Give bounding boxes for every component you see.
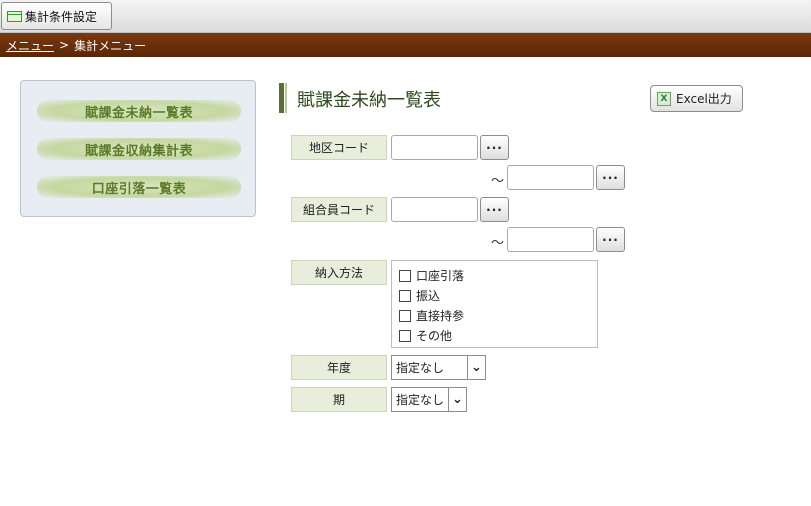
member-code-from-lookup-button[interactable]: ···	[480, 197, 509, 222]
payment-method-options: 口座引落 振込 直接持参 その他	[391, 260, 598, 348]
chevron-down-icon[interactable]: ⌄	[467, 356, 485, 379]
chevron-down-icon[interactable]: ⌄	[448, 388, 466, 411]
district-code-from-lookup-button[interactable]: ···	[480, 135, 509, 160]
title-accent-bar-light	[285, 83, 287, 113]
checkbox[interactable]	[399, 329, 411, 342]
period-label: 期	[291, 387, 387, 412]
aggregation-settings-label: 集計条件設定	[25, 9, 98, 24]
aggregation-settings-button[interactable]: 集計条件設定	[1, 2, 112, 30]
district-code-to-lookup-button[interactable]: ···	[596, 165, 625, 190]
excel-icon: X	[657, 91, 671, 106]
table-icon	[7, 10, 22, 22]
district-code-to-input[interactable]	[507, 165, 594, 190]
district-code-range-separator: ～	[491, 174, 505, 189]
payment-option-direct-debit[interactable]: 口座引落	[399, 267, 464, 284]
member-code-label: 組合員コード	[291, 197, 387, 222]
district-code-label: 地区コード	[291, 135, 387, 160]
breadcrumb-separator: >	[59, 38, 70, 52]
fiscal-year-label: 年度	[291, 355, 387, 380]
member-code-from-input[interactable]	[391, 197, 478, 222]
top-toolbar: 集計条件設定	[0, 0, 811, 33]
checkbox[interactable]	[399, 309, 411, 322]
excel-export-label: Excel出力	[676, 92, 732, 106]
payment-option-bring-in[interactable]: 直接持参	[399, 307, 464, 324]
fiscal-year-select[interactable]: 指定なし ⌄	[391, 355, 486, 380]
period-select[interactable]: 指定なし ⌄	[391, 387, 467, 412]
breadcrumb-current: 集計メニュー	[74, 38, 147, 53]
sidebar-item-collection-summary[interactable]: 賦課金収納集計表	[37, 138, 241, 160]
checkbox-label: 口座引落	[416, 269, 465, 283]
payment-option-transfer[interactable]: 振込	[399, 287, 440, 304]
checkbox-label: その他	[416, 329, 453, 343]
breadcrumb-menu-link[interactable]: メニュー	[6, 38, 55, 53]
member-code-range-separator: ～	[491, 236, 505, 251]
period-selected: 指定なし	[396, 393, 445, 407]
title-accent-bar	[279, 83, 284, 113]
checkbox[interactable]	[399, 269, 411, 282]
breadcrumb: メニュー > 集計メニュー	[0, 33, 811, 57]
fiscal-year-selected: 指定なし	[396, 361, 445, 375]
checkbox-label: 直接持参	[416, 309, 465, 323]
payment-option-other[interactable]: その他	[399, 327, 452, 344]
payment-method-label: 納入方法	[291, 260, 387, 285]
member-code-to-lookup-button[interactable]: ···	[596, 227, 625, 252]
district-code-from-input[interactable]	[391, 135, 478, 160]
page-title: 賦課金未納一覧表	[297, 90, 441, 111]
report-sidebar: 賦課金未納一覧表 賦課金収納集計表 口座引落一覧表	[20, 80, 256, 217]
sidebar-item-unpaid-list[interactable]: 賦課金未納一覧表	[37, 100, 241, 122]
member-code-to-input[interactable]	[507, 227, 594, 252]
checkbox[interactable]	[399, 289, 411, 302]
excel-export-button[interactable]: X Excel出力	[650, 85, 743, 112]
sidebar-item-debit-list[interactable]: 口座引落一覧表	[37, 176, 241, 198]
checkbox-label: 振込	[416, 289, 441, 303]
